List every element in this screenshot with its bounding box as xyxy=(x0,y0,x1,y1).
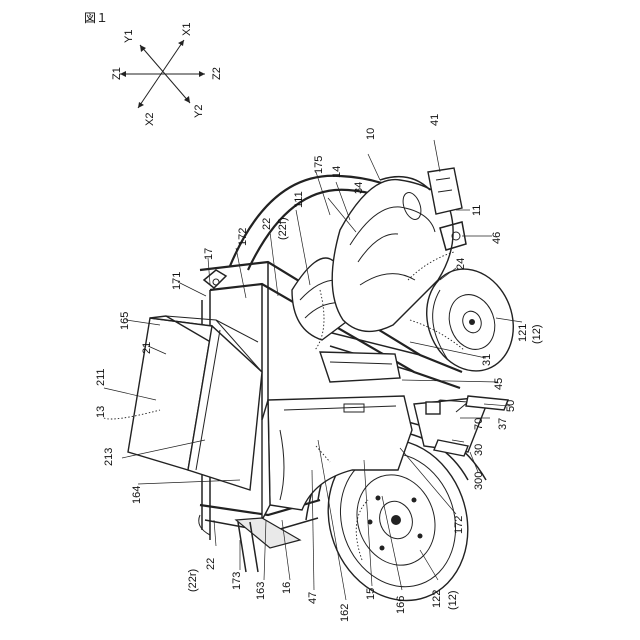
ref-171: 171 xyxy=(171,272,183,290)
ref-12a: (12) xyxy=(531,324,543,344)
ref-172b: 172 xyxy=(453,516,465,534)
axis-x1-label: X1 xyxy=(181,23,193,36)
part-17 xyxy=(204,270,226,288)
axes-indicator: Y1 X1 Z1 Z2 X2 Y2 xyxy=(111,23,223,126)
axis-z2-label: Z2 xyxy=(211,67,223,80)
ref-300: 300 xyxy=(473,472,485,490)
ref-70: 70 xyxy=(473,418,485,430)
ref-16: 16 xyxy=(281,582,293,594)
axis-x2-label: X2 xyxy=(144,113,156,126)
ref-34: 34 xyxy=(353,182,365,194)
ref-163: 163 xyxy=(255,582,267,600)
ref-37: 37 xyxy=(497,418,509,430)
ref-172a: 172 xyxy=(237,228,249,246)
ref-47: 47 xyxy=(307,592,319,604)
ref-17: 17 xyxy=(203,248,215,260)
ref-22f: (22f) xyxy=(277,217,289,240)
ref-121: 121 xyxy=(517,324,529,342)
ref-41: 41 xyxy=(429,114,441,126)
ref-166: 166 xyxy=(395,596,407,614)
ref-211: 211 xyxy=(95,368,107,386)
ref-164: 164 xyxy=(131,486,143,504)
ref-175: 175 xyxy=(313,156,325,174)
ref-50: 50 xyxy=(505,400,517,412)
ref-11: 11 xyxy=(471,205,483,216)
ref-46: 46 xyxy=(491,232,503,244)
ref-122: 122 xyxy=(431,590,443,608)
ref-22r: (22r) xyxy=(187,569,199,592)
ref-24: 24 xyxy=(455,258,467,270)
ref-213: 213 xyxy=(103,448,115,466)
ref-10: 10 xyxy=(365,128,377,140)
ref-31: 31 xyxy=(481,354,493,366)
ref-12b: (12) xyxy=(447,590,459,610)
axis-z1-label: Z1 xyxy=(111,67,123,80)
axis-y1-label: Y1 xyxy=(123,30,135,43)
ref-22b: 22 xyxy=(205,558,217,570)
ref-165: 165 xyxy=(119,312,131,330)
ref-22a: 22 xyxy=(261,218,273,230)
tank-45 xyxy=(320,352,400,382)
ref-45: 45 xyxy=(493,378,505,390)
ref-21: 21 xyxy=(141,342,153,354)
ref-173: 173 xyxy=(231,572,243,590)
figure-title: 図１ xyxy=(84,11,108,25)
ref-111: 111 xyxy=(293,191,305,208)
ref-30: 30 xyxy=(473,444,485,456)
ref-15: 15 xyxy=(365,588,377,600)
ref-13: 13 xyxy=(95,406,107,418)
axis-y2-label: Y2 xyxy=(193,105,205,118)
ref-162: 162 xyxy=(339,604,351,622)
ref-14: 14 xyxy=(331,166,343,178)
